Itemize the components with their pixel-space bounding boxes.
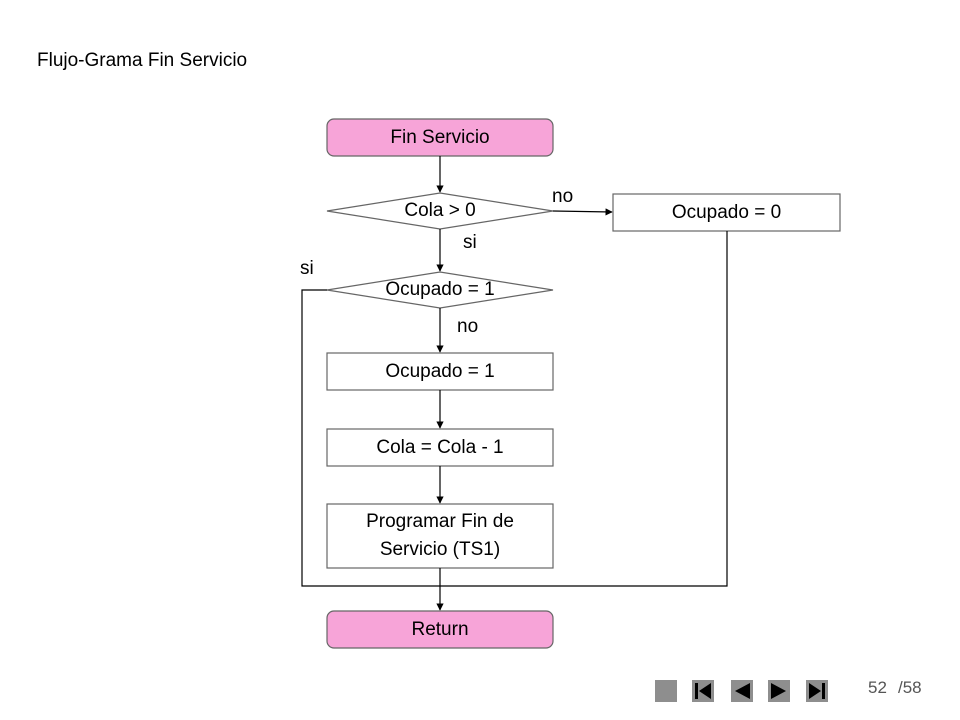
ocupado-1-label: Ocupado = 1 [385, 360, 495, 382]
end-label: Return [411, 618, 469, 640]
edge-ocupado-si-loop [301, 289, 440, 587]
process-ocupado-1 [326, 352, 554, 391]
edge-cola-no [552, 208, 613, 216]
decision-ocupado [326, 271, 554, 309]
decision-ocupado-label: Ocupado = 1 [385, 279, 495, 300]
prev-page-button[interactable] [731, 680, 753, 702]
last-page-icon [809, 683, 825, 699]
page-title: Flujo-Grama Fin Servicio [37, 50, 248, 71]
edge-label-cola-no: no [552, 186, 574, 207]
nav-blank-button[interactable] [655, 680, 677, 702]
next-page-icon [771, 683, 786, 699]
ocupado-0-label: Ocupado = 0 [671, 201, 782, 223]
edge-label-ocupado-no: no [457, 316, 479, 337]
prev-page-icon [735, 683, 750, 699]
next-page-button[interactable] [768, 680, 790, 702]
first-page-button[interactable] [692, 680, 714, 702]
dec-cola-label: Cola = Cola - 1 [376, 436, 504, 458]
page-current: 52 [868, 678, 887, 697]
decision-cola-label: Cola > 0 [404, 200, 476, 221]
first-page-icon [695, 683, 711, 699]
last-page-button[interactable] [806, 680, 828, 702]
process-ocupado-0 [612, 193, 841, 232]
schedule-label: Programar Fin de Servicio (TS1) [366, 511, 514, 560]
edge-ocupado0-loop [440, 231, 728, 587]
end-terminal [326, 610, 554, 649]
edge-label-cola-si: si [463, 232, 477, 253]
edge-label-ocupado-si: si [300, 258, 314, 279]
page-total: /58 [898, 678, 922, 697]
process-schedule [326, 503, 554, 569]
start-label: Fin Servicio [390, 126, 490, 148]
